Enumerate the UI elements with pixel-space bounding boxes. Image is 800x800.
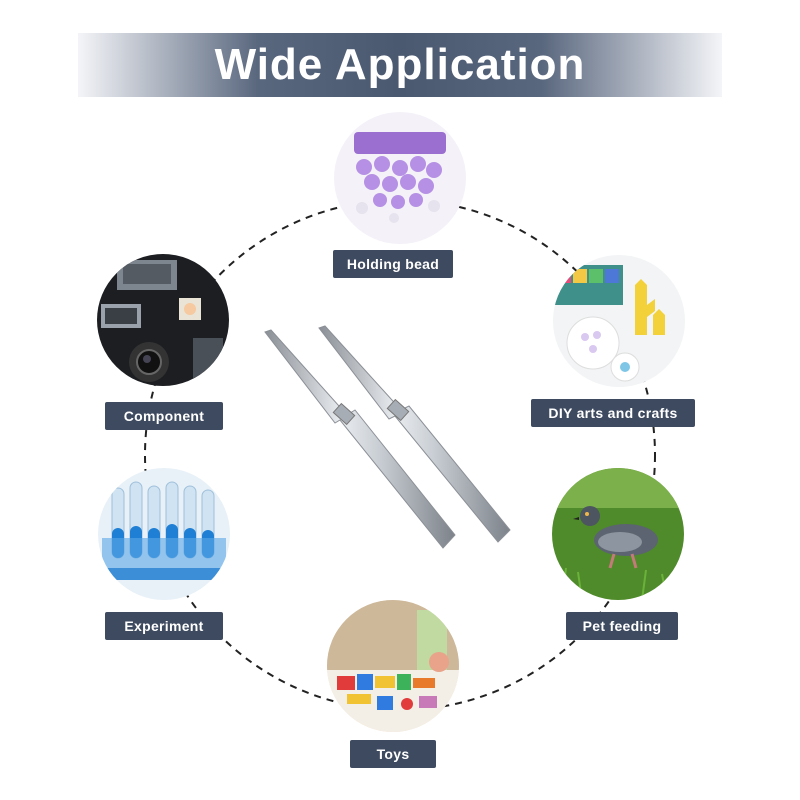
tweezers-illustration <box>264 325 511 549</box>
experiment-photo <box>98 468 230 600</box>
toys-photo <box>327 600 459 732</box>
label-experiment: Experiment <box>105 612 223 640</box>
banner-title: Wide Application <box>214 40 586 89</box>
tweezer-left <box>264 329 456 549</box>
component-photo <box>97 254 229 386</box>
holding-bead-photo <box>334 112 466 244</box>
tweezer-right <box>318 325 511 543</box>
label-toys: Toys <box>350 740 436 768</box>
label-diy-arts-crafts: DIY arts and crafts <box>531 399 695 427</box>
pet-feeding-photo <box>552 468 684 600</box>
title-banner: Wide Application <box>78 33 722 97</box>
label-component: Component <box>105 402 223 430</box>
label-pet-feeding: Pet feeding <box>566 612 678 640</box>
diy-crafts-photo <box>553 255 685 387</box>
label-holding-bead: Holding bead <box>333 250 453 278</box>
